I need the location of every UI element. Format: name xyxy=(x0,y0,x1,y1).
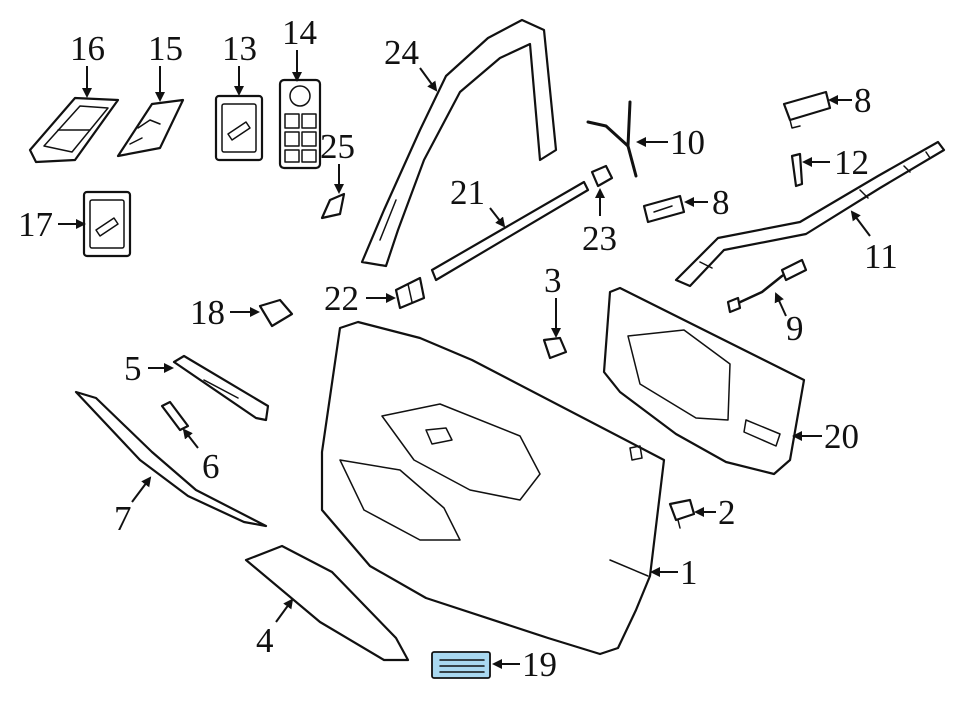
part-7-trim-strip[interactable] xyxy=(74,390,268,528)
callout-20: 20 xyxy=(824,417,859,456)
part-14-master-switch[interactable] xyxy=(278,78,322,170)
callout-7: 7 xyxy=(114,499,132,538)
part-21-belt-moulding[interactable] xyxy=(430,180,590,282)
callout-1: 1 xyxy=(680,553,698,592)
part-4-map-pocket[interactable] xyxy=(244,544,410,662)
part-6-trim-clip[interactable] xyxy=(160,400,190,432)
callout-2: 2 xyxy=(718,493,736,532)
leader-7 xyxy=(131,476,152,503)
leader-21 xyxy=(489,207,506,228)
leader-11 xyxy=(850,210,871,237)
part-22-clip[interactable] xyxy=(394,276,426,310)
callout-25: 25 xyxy=(320,127,355,166)
callout-18: 18 xyxy=(190,293,225,332)
leader-9 xyxy=(774,292,787,317)
part-16-switch-bezel[interactable] xyxy=(28,96,120,164)
part-13-window-switch[interactable] xyxy=(214,94,264,162)
part-17-switch[interactable] xyxy=(82,190,132,258)
part-20-insulation-panel[interactable] xyxy=(602,286,806,476)
callout-19: 19 xyxy=(522,645,557,684)
part-5-armrest-bezel[interactable] xyxy=(172,354,270,422)
part-19-highlighted-switch[interactable] xyxy=(431,651,491,679)
callout-15: 15 xyxy=(148,29,183,68)
callout-16: 16 xyxy=(70,29,105,68)
callout-17: 17 xyxy=(18,205,53,244)
part-8-cap-lower[interactable] xyxy=(642,194,686,224)
callout-10: 10 xyxy=(670,123,705,162)
part-2-fastener[interactable] xyxy=(668,498,696,529)
callout-3: 3 xyxy=(544,261,562,300)
leader-24 xyxy=(419,67,438,92)
part-12-pin[interactable] xyxy=(790,152,804,188)
callout-21: 21 xyxy=(450,173,485,212)
callout-8-lower: 8 xyxy=(712,183,730,222)
part-8-cap-upper[interactable] xyxy=(782,90,832,129)
callout-11: 11 xyxy=(864,237,898,276)
part-1-door-panel[interactable] xyxy=(320,320,666,656)
leader-6 xyxy=(182,428,199,449)
part-3-clip[interactable] xyxy=(542,336,568,360)
part-23-clip[interactable] xyxy=(590,164,614,188)
callout-9: 9 xyxy=(786,309,804,348)
callout-8-upper: 8 xyxy=(854,81,872,120)
callout-4: 4 xyxy=(256,621,274,660)
leader-4 xyxy=(275,598,294,623)
part-10-cable[interactable] xyxy=(586,100,638,178)
part-24-window-frame-trim[interactable] xyxy=(360,18,558,268)
callout-23: 23 xyxy=(582,219,617,258)
callout-22: 22 xyxy=(324,279,359,318)
callout-13: 13 xyxy=(222,29,257,68)
part-9-wire-harness[interactable] xyxy=(726,258,808,314)
callout-6: 6 xyxy=(202,447,220,486)
part-15-switch-cover[interactable] xyxy=(116,98,185,158)
callout-14: 14 xyxy=(282,13,317,52)
callout-12: 12 xyxy=(834,143,869,182)
part-25-cap[interactable] xyxy=(320,192,346,220)
part-11-upper-trim-rail[interactable] xyxy=(674,140,946,288)
callout-5: 5 xyxy=(124,349,142,388)
callout-24: 24 xyxy=(384,33,419,72)
part-18-cover[interactable] xyxy=(258,298,294,328)
